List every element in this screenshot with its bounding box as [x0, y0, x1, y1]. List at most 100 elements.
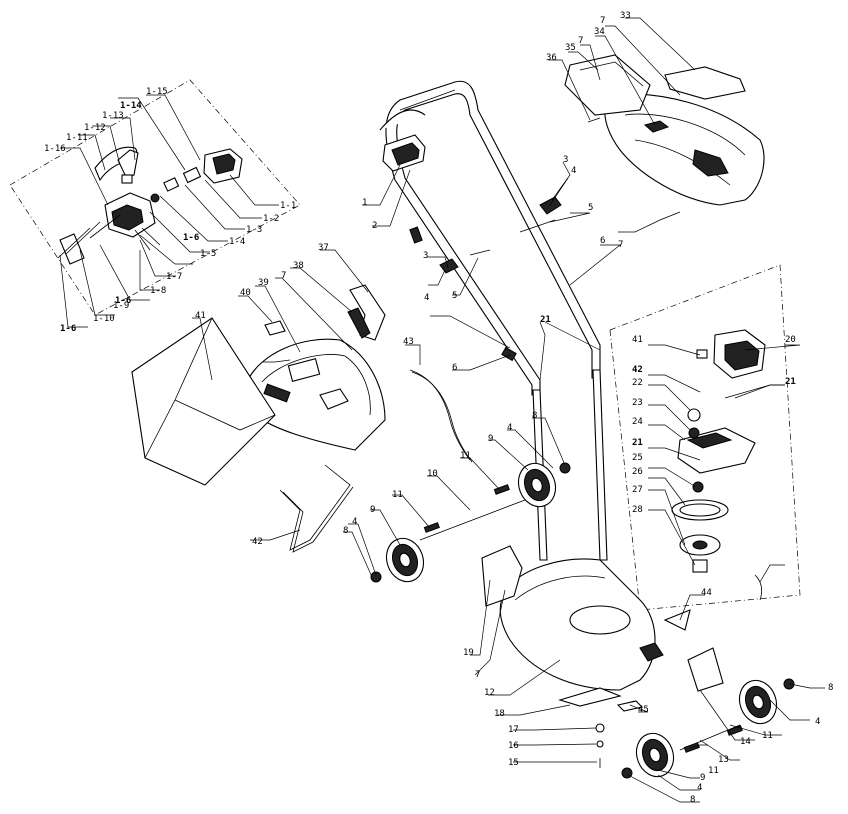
label-11: 11 — [708, 766, 719, 776]
power-cable-41b — [411, 371, 473, 463]
cable-tie-b — [501, 346, 517, 362]
label-1-7: 1-7 — [166, 272, 182, 282]
bag-seam-2 — [174, 399, 276, 431]
label-10: 10 — [427, 469, 438, 479]
switch-1-15 — [182, 166, 202, 184]
hubcap-8b — [370, 571, 382, 583]
cable-45 — [754, 574, 763, 601]
label-27: 27 — [632, 485, 643, 495]
label-20: 20 — [785, 335, 796, 345]
knob-upper — [539, 196, 562, 215]
label-21: 21 — [540, 315, 551, 325]
label-9: 9 — [370, 505, 375, 515]
grass-box-assembly: 37 38 7 39 40 41 42 — [131, 243, 386, 553]
brush-39 — [696, 349, 708, 359]
bag-frame-38b — [282, 486, 354, 553]
label-1-5: 1-5 — [200, 249, 216, 259]
switch-label-group: 1-1 1-2 1-3 1-4 1-5 1-6 1-6 1-6 1-7 1-8 … — [44, 87, 296, 334]
box-leaders — [192, 249, 369, 541]
washer-23 — [688, 427, 700, 439]
label-1-6: 1-6 — [183, 233, 199, 243]
lid-vent — [263, 383, 291, 403]
label-4: 4 — [697, 783, 702, 793]
label-1-11: 1-11 — [66, 133, 88, 143]
label-16: 16 — [508, 741, 519, 751]
hubcap-8c — [783, 678, 795, 690]
deck-leaders — [343, 417, 825, 803]
handle-33 — [349, 284, 386, 341]
deck-assembly: 8 4 9 11 10 11 9 4 8 19 7 12 18 17 16 15… — [343, 411, 833, 805]
label-1-14: 1-14 — [120, 101, 142, 111]
motor-leaders — [648, 344, 801, 621]
label-32: 36 — [546, 53, 557, 63]
label-1-1: 1-1 — [280, 201, 296, 211]
label-9: 9 — [700, 773, 705, 783]
label-7: 7 — [618, 240, 623, 250]
blade-adapter-43 — [616, 700, 644, 712]
flap-19 — [481, 545, 523, 607]
clip-30 — [643, 120, 670, 133]
label-7: 7 — [600, 16, 605, 26]
nut — [150, 193, 160, 203]
label-6: 6 — [600, 236, 605, 246]
deck-rim — [514, 575, 606, 601]
label-31: 35 — [565, 43, 576, 53]
motor-windings — [724, 340, 760, 371]
motor-frame — [609, 264, 801, 611]
label-5: 5 — [588, 203, 593, 213]
lid-clip — [319, 388, 349, 410]
switch-leaders — [59, 94, 279, 328]
label-40: 42 — [632, 365, 643, 375]
label-plate-36 — [264, 320, 286, 336]
nut-25 — [692, 481, 704, 493]
label-36: 40 — [240, 288, 251, 298]
spring-clip — [121, 174, 133, 184]
label-17: 17 — [508, 725, 519, 735]
label-4: 4 — [352, 517, 357, 527]
label-14: 14 — [740, 737, 751, 747]
label-4: 4 — [507, 423, 512, 433]
label-1-8: 1-8 — [150, 286, 166, 296]
cable-tie-a — [409, 226, 423, 244]
label-33: 37 — [318, 243, 329, 253]
label-8: 8 — [690, 795, 695, 805]
handle-bar-top — [399, 89, 456, 111]
cover-rib — [624, 113, 746, 156]
label-1-4: 1-4 — [229, 237, 245, 247]
switch-cover-face — [212, 153, 236, 175]
lid-rim — [261, 354, 371, 416]
label-19: 19 — [463, 648, 474, 658]
label-15: 15 — [508, 758, 519, 768]
label-3: 3 — [423, 251, 428, 261]
label-7: 7 — [281, 271, 286, 281]
bag-frame-38 — [279, 464, 351, 551]
spacer-28 — [692, 559, 708, 573]
safety-flap — [564, 54, 651, 116]
handle-assembly: 1 2 3 3 4 4 5 5 6 6 43 21 — [362, 80, 621, 561]
label-1-12: 1-12 — [84, 123, 106, 133]
label-11: 11 — [460, 451, 471, 461]
label-28: 28 — [632, 505, 643, 515]
connector-plate — [59, 233, 85, 265]
label-3: 3 — [563, 155, 568, 165]
belt-26-inner — [679, 503, 721, 517]
screw-7 — [659, 211, 681, 221]
label-6: 6 — [452, 363, 457, 373]
spring-11a — [493, 484, 510, 495]
label-30: 34 — [594, 27, 605, 37]
label-1-3: 1-3 — [246, 225, 262, 235]
label-12: 12 — [484, 688, 495, 698]
label-42: 44 — [701, 588, 712, 598]
cover-14 — [687, 647, 724, 692]
label-1-13: 1-13 — [102, 111, 124, 121]
safety-bar — [379, 109, 426, 131]
label-25: 25 — [632, 453, 643, 463]
label-5: 5 — [452, 291, 457, 301]
rear-cover-assembly: 33 7 34 7 35 36 7 — [546, 11, 765, 250]
bolt-upper — [519, 219, 556, 233]
wheel-rear-left — [385, 537, 425, 583]
label-37: 41 — [195, 311, 206, 321]
power-cable-41 — [409, 369, 471, 461]
lid-window — [287, 357, 321, 383]
